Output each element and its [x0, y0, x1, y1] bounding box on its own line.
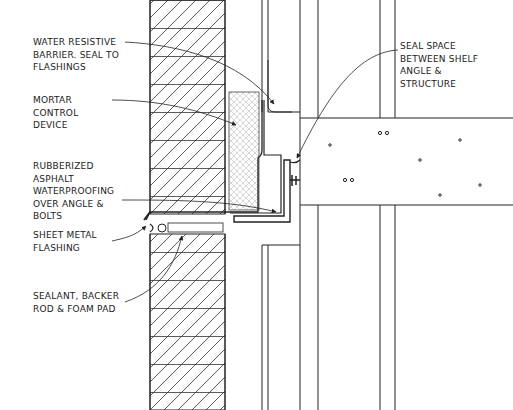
callout-label: MORTAR CONTROL DEVICE [33, 94, 111, 132]
leader-lines [112, 42, 398, 302]
foam-pad [168, 223, 223, 232]
callout-label: SEALANT, BACKER ROD & FOAM PAD [33, 290, 123, 315]
callout-holder: SHEET METAL FLASHING [33, 229, 109, 254]
callout-label: WATER RESISTIVE BARRIER. SEAL TO FLASHIN… [33, 36, 123, 74]
anchor-bolt [290, 175, 300, 186]
callout-label: SHEET METAL FLASHING [33, 229, 109, 254]
callout-holder: RUBBERIZED ASPHALT WATERPROOFING OVER AN… [33, 160, 119, 223]
callout-holder: MORTAR CONTROL DEVICE [33, 94, 111, 132]
brick-veneer [150, 234, 225, 410]
seal [290, 160, 300, 163]
mortar-control-device [229, 92, 259, 210]
callout-holder: SEALANT, BACKER ROD & FOAM PAD [33, 290, 123, 315]
callout-label: RUBBERIZED ASPHALT WATERPROOFING OVER AN… [33, 160, 119, 223]
sealant [150, 224, 153, 232]
water-resistive-barrier [268, 60, 292, 112]
waterproofing [230, 100, 281, 213]
brick-veneer [150, 0, 225, 214]
backup-wall [262, 0, 513, 410]
callout-label: SEAL SPACE BETWEEN SHELF ANGLE & STRUCTU… [400, 40, 500, 90]
concrete-slab [300, 118, 481, 205]
backer-rod [158, 224, 166, 232]
callout-holder: WATER RESISTIVE BARRIER. SEAL TO FLASHIN… [33, 36, 123, 74]
callout-holder: SEAL SPACE BETWEEN SHELF ANGLE & STRUCTU… [400, 40, 500, 90]
